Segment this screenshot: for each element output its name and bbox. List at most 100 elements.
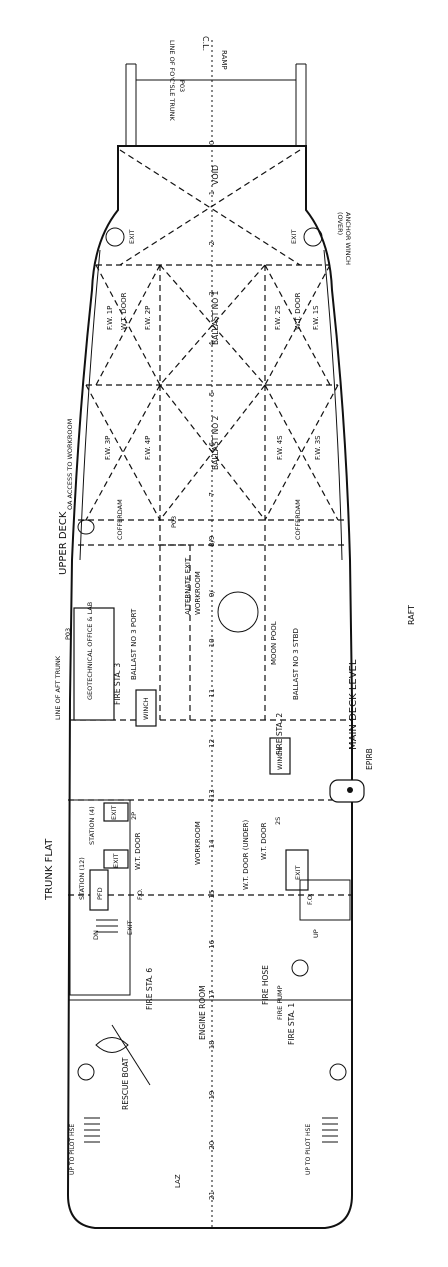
rescue-boat-icon [95, 1037, 129, 1053]
workroom-top: WORKROOM [194, 571, 202, 615]
workroom-low: WORKROOM [194, 821, 202, 865]
ballast1-x [159, 264, 266, 386]
frame-number: 12 [208, 739, 216, 748]
frame-number: 21 [208, 1191, 216, 1200]
rescue-boat-label: RESCUE BOAT [121, 1057, 130, 1110]
frame-number: 13 [208, 789, 216, 798]
oa-access-label: OA ACCESS TO WORKROOM [66, 419, 74, 510]
winch-p-label: WINCH [142, 697, 150, 720]
geotech-lab-box [73, 607, 115, 721]
fw-4s: F.W. 4S [276, 435, 284, 460]
winch-p-box [135, 689, 157, 727]
moon-pool [217, 591, 259, 633]
trunk-flat-area [69, 799, 131, 996]
epirb-label: EPIRB [365, 748, 374, 770]
pilot-s: UP TO PILOT HSE [305, 1124, 312, 1175]
ballast2-x [159, 384, 266, 521]
frame-number: 20 [208, 1141, 216, 1150]
up-s-label: UP [312, 929, 320, 938]
frame-2p: 2P [130, 812, 138, 820]
ramp-label: RAMP [220, 50, 228, 70]
dn-label: DN [92, 930, 100, 940]
frame-number: 14 [208, 839, 216, 848]
void-label: VOID [211, 165, 220, 185]
frame-number: 15 [208, 890, 216, 899]
wt-door-under: W.T. DOOR (UNDER) [242, 819, 250, 890]
station-4: STATION (4) [88, 806, 96, 845]
hull-outline [66, 145, 353, 1229]
fw-1s: F.W. 1S [312, 305, 320, 330]
fo-s: F.O. [306, 893, 314, 905]
wt-door-s2: W.T. DOOR [260, 822, 268, 860]
fw-2p: F.W. 2P [144, 306, 152, 330]
fw3p-x [85, 384, 161, 521]
rescue-boat-davit [111, 1024, 151, 1086]
exit-mid: EXIT [110, 806, 118, 820]
exit-top-right: EXIT [290, 230, 298, 244]
wt-door-p: W.T. DOOR [120, 292, 128, 330]
fw-2s: F.W. 2S [274, 305, 282, 330]
fw1s-x [264, 264, 331, 386]
frame-number: 0 [208, 141, 216, 145]
laz-label: LAZ [174, 1174, 182, 1188]
exit-p2-box [103, 849, 129, 869]
frame-number: 18 [208, 1040, 216, 1049]
frame-number: 2 [208, 241, 216, 245]
fw-1p: F.W. 1P [106, 306, 114, 330]
aft-trunk-label: LINE OF AFT TRUNK [54, 655, 62, 720]
frame-number: 19 [208, 1091, 216, 1100]
engine-room-label: ENGINE ROOM [198, 985, 207, 1040]
raft-label: RAFT [407, 605, 416, 625]
raft-icon [329, 779, 365, 803]
epirb-icon [347, 787, 353, 793]
ladder-p [84, 1117, 100, 1143]
frame-number: 11 [208, 689, 216, 698]
frame-number: 8/9 [208, 536, 216, 547]
fw-4p: F.W. 4P [144, 436, 152, 460]
main-deck-label: MAIN DECK LEVEL [348, 659, 359, 750]
frame-number: 16 [208, 939, 216, 948]
upper-deck-label: UPPER DECK [58, 511, 69, 575]
frame-number: 7 [208, 492, 216, 496]
frame-p03-top: P03 [178, 80, 186, 92]
anchor-winch-s [303, 227, 323, 247]
centerline-label: C.L. [201, 36, 210, 51]
ballast-3p: BALLAST NO 3 PORT [130, 608, 138, 680]
void-x [119, 149, 301, 266]
frame-number: 6 [208, 441, 216, 446]
anchor-over-label: (OVER) [336, 212, 344, 235]
ballast-3s: BALLAST NO 3 STBD [292, 628, 300, 700]
fw-3p: F.W. 3P [104, 436, 112, 460]
wt-door-mid: W.T. DOOR [134, 832, 142, 870]
ladder-s [322, 1117, 338, 1143]
cofferdam-s: COFFERDAM [294, 499, 302, 540]
exit-p3: EXIT [126, 921, 134, 935]
exit-top-left: EXIT [128, 230, 136, 244]
pilot-p: UP TO PILOT HSE [69, 1124, 76, 1175]
ballast-1: BALLAST NO 1 [211, 290, 220, 345]
frame-number: 4 [208, 341, 216, 346]
frame-number: 17 [208, 990, 216, 999]
pfd-box [89, 869, 109, 911]
frame-number: 3 [208, 291, 216, 295]
ballast-2: BALLAST NO 2 [211, 415, 220, 470]
alt-exit-route [160, 544, 191, 720]
stair-dn [96, 919, 118, 933]
bulwark-lines [79, 249, 343, 561]
anchor-winch-label: ANCHOR WINCH [344, 212, 352, 265]
moon-pool-label: MOON POOL [270, 621, 278, 665]
frame-number: 1 [208, 191, 216, 195]
frame-number: 5 [208, 392, 216, 396]
frame-number: 10 [208, 638, 216, 647]
frame-p03-low: P03 [64, 628, 72, 640]
fo-p: F.O. [136, 888, 144, 900]
alt-exit-label: ALTERNATE EXIT [184, 557, 192, 615]
frame-2s: 2S [274, 817, 282, 825]
fw3s-x [264, 384, 339, 521]
anchor-winch-p [105, 227, 125, 247]
fw-3s: F.W. 3S [314, 435, 322, 460]
ramp-outline [125, 63, 307, 146]
